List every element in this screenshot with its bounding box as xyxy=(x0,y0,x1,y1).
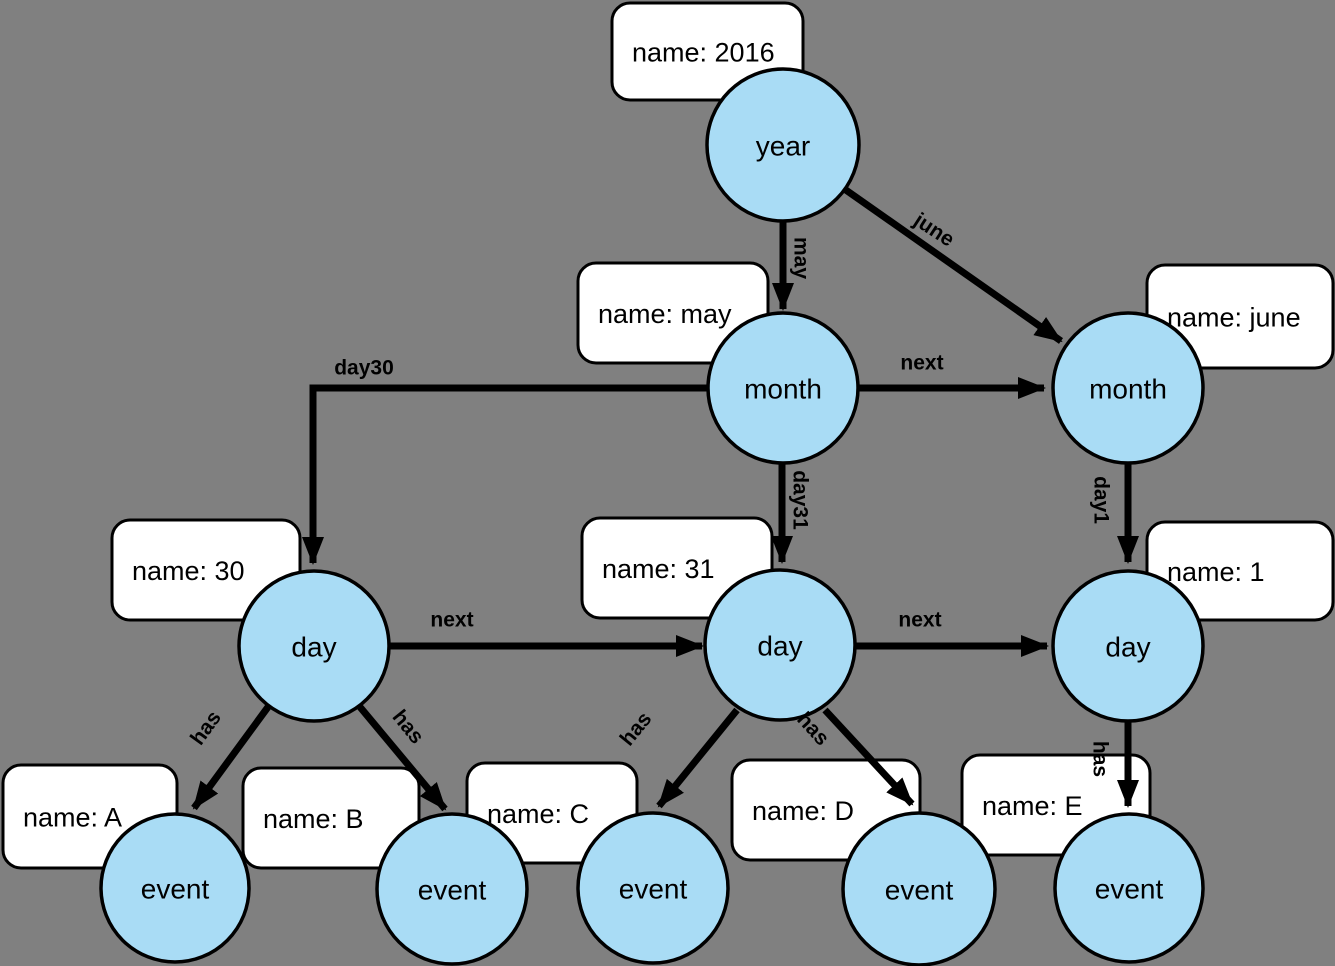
edge-day31-to-day1-next-label: next xyxy=(898,609,941,632)
prop-box-event-e-name-text: name: E xyxy=(982,791,1083,821)
prop-box-day-1-name-text: name: 1 xyxy=(1167,557,1265,587)
edge-day30-to-eventA-has-label: has xyxy=(186,707,226,750)
node-event-b-label: event xyxy=(418,875,487,906)
prop-box-event-c-name-text: name: C xyxy=(487,799,589,829)
prop-box-day-30-name-text: name: 30 xyxy=(132,556,245,586)
node-month-may-label: month xyxy=(744,374,822,405)
edge-day31-to-eventC-has-label: has xyxy=(616,708,657,751)
node-event-a[interactable] xyxy=(99,812,251,964)
prop-box-month-may-name-text: name: may xyxy=(598,299,732,329)
edge-may-to-day30-label: day30 xyxy=(334,357,394,380)
property-boxes-layer: name: 2016 name: may name: june name: 30 nam… xyxy=(1,1,1335,870)
prop-box-event-b-name-text: name: B xyxy=(263,804,364,834)
edge-day30-to-eventA-has[interactable] xyxy=(191,704,271,811)
node-event-d[interactable] xyxy=(841,811,997,966)
edge-year-to-may-label: may xyxy=(790,237,813,279)
node-event-e[interactable] xyxy=(1053,812,1205,964)
edge-day30-to-day31-next-label: next xyxy=(430,609,473,632)
node-event-d-label: event xyxy=(885,875,954,906)
edge-day31-to-eventC-has[interactable] xyxy=(656,707,740,809)
node-event-c[interactable] xyxy=(576,811,730,965)
prop-box-event-a-name-text: name: A xyxy=(23,803,122,833)
edge-day30-to-eventB-has-label: has xyxy=(388,706,429,749)
edge-june-to-day1-label: day1 xyxy=(1090,476,1113,524)
node-event-e-label: event xyxy=(1095,874,1164,905)
node-day-31-label: day xyxy=(757,631,802,662)
edge-may-to-day31-label: day31 xyxy=(789,470,812,530)
node-month-may[interactable] xyxy=(706,311,860,465)
prop-box-day-1-name[interactable] xyxy=(1145,520,1335,622)
node-day-1-label: day xyxy=(1105,632,1150,663)
node-month-june-label: month xyxy=(1089,374,1167,405)
node-day-31[interactable] xyxy=(703,568,857,722)
node-event-c-label: event xyxy=(619,874,688,905)
edge-year-to-june[interactable] xyxy=(840,185,1064,344)
node-year[interactable] xyxy=(705,67,861,223)
edge-may-to-june-next-label: next xyxy=(900,352,943,375)
prop-box-event-d-name-text: name: D xyxy=(752,796,854,826)
edge-year-to-june-label: june xyxy=(909,208,959,251)
nodes-layer: year month month day day day event event event ev… xyxy=(99,67,1205,966)
prop-box-day-31-name-text: name: 31 xyxy=(602,554,715,584)
prop-box-month-june-name-text: name: june xyxy=(1167,303,1301,333)
node-day-1[interactable] xyxy=(1051,569,1205,723)
edge-day1-to-eventE-has-label: has xyxy=(1089,741,1112,777)
node-event-a-label: event xyxy=(141,874,210,905)
edges-layer xyxy=(191,185,1139,812)
prop-box-day-30-name[interactable] xyxy=(110,518,302,622)
prop-box-year-name-text: name: 2016 xyxy=(632,38,775,68)
edge-day31-to-eventD-has[interactable] xyxy=(822,707,915,807)
edge-may-to-day30[interactable] xyxy=(302,384,708,565)
node-day-30[interactable] xyxy=(237,569,391,723)
node-day-30-label: day xyxy=(291,632,336,663)
node-event-b[interactable] xyxy=(375,812,529,966)
edge-day30-to-eventB-has[interactable] xyxy=(357,704,448,812)
prop-box-event-b-name[interactable] xyxy=(241,766,421,870)
node-year-label: year xyxy=(756,131,810,162)
node-month-june[interactable] xyxy=(1051,311,1205,465)
